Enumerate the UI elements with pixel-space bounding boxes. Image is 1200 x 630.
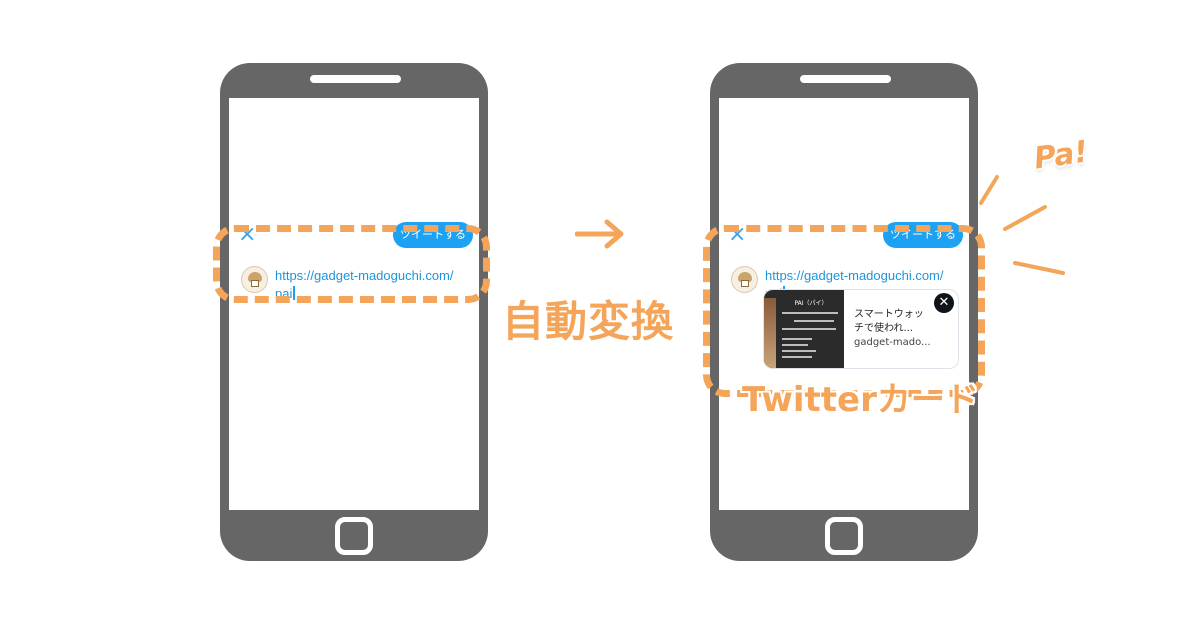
avatar	[241, 266, 268, 293]
home-button[interactable]	[825, 517, 863, 555]
left-phone-screen: × ツイートする https://gadget-madoguchi.com/ p…	[229, 98, 479, 510]
card-domain: gadget-mado...	[854, 337, 931, 348]
text-caret	[293, 286, 296, 300]
burst-lines-icon	[979, 175, 1065, 275]
arrow-right-icon	[575, 219, 624, 249]
speaker-slot	[800, 75, 891, 83]
thumbnail-text-line	[782, 350, 816, 352]
url-line-1: https://gadget-madoguchi.com/	[275, 268, 454, 283]
thumbnail-text-line	[782, 356, 812, 358]
url-highlight-box	[213, 225, 490, 303]
url-line-1: https://gadget-madoguchi.com/	[765, 268, 944, 283]
thumbnail-text-line	[782, 312, 838, 314]
card-close-icon[interactable]: ✕	[934, 293, 954, 313]
twitter-card-preview[interactable]: PAI（パイ） スマートウォッ チで使われ... gadget-mado... …	[763, 289, 959, 369]
auto-convert-label: 自動変換	[502, 297, 675, 346]
thumbnail-text-line	[782, 344, 808, 346]
speaker-slot	[310, 75, 401, 83]
card-thumbnail: PAI（パイ）	[764, 290, 844, 368]
card-title-line-2: チで使われ...	[854, 323, 914, 334]
thumbnail-title: PAI（パイ）	[794, 300, 828, 307]
twitter-card-label: Twitterカード	[742, 380, 979, 420]
thumbnail-text-line	[782, 338, 812, 340]
avatar	[731, 266, 758, 293]
card-title-line-1: スマートウォッ	[854, 309, 924, 320]
card-title: スマートウォッ チで使われ...	[854, 308, 944, 336]
card-highlight-box	[703, 225, 985, 397]
right-phone-screen: × ツイートする https://gadget-madoguchi.com/ p…	[719, 98, 969, 510]
thumbnail-text-line	[782, 328, 836, 330]
left-phone: × ツイートする https://gadget-madoguchi.com/ p…	[220, 63, 488, 561]
right-phone: × ツイートする https://gadget-madoguchi.com/ p…	[710, 63, 978, 561]
thumbnail-text-line	[794, 320, 834, 322]
home-button[interactable]	[335, 517, 373, 555]
